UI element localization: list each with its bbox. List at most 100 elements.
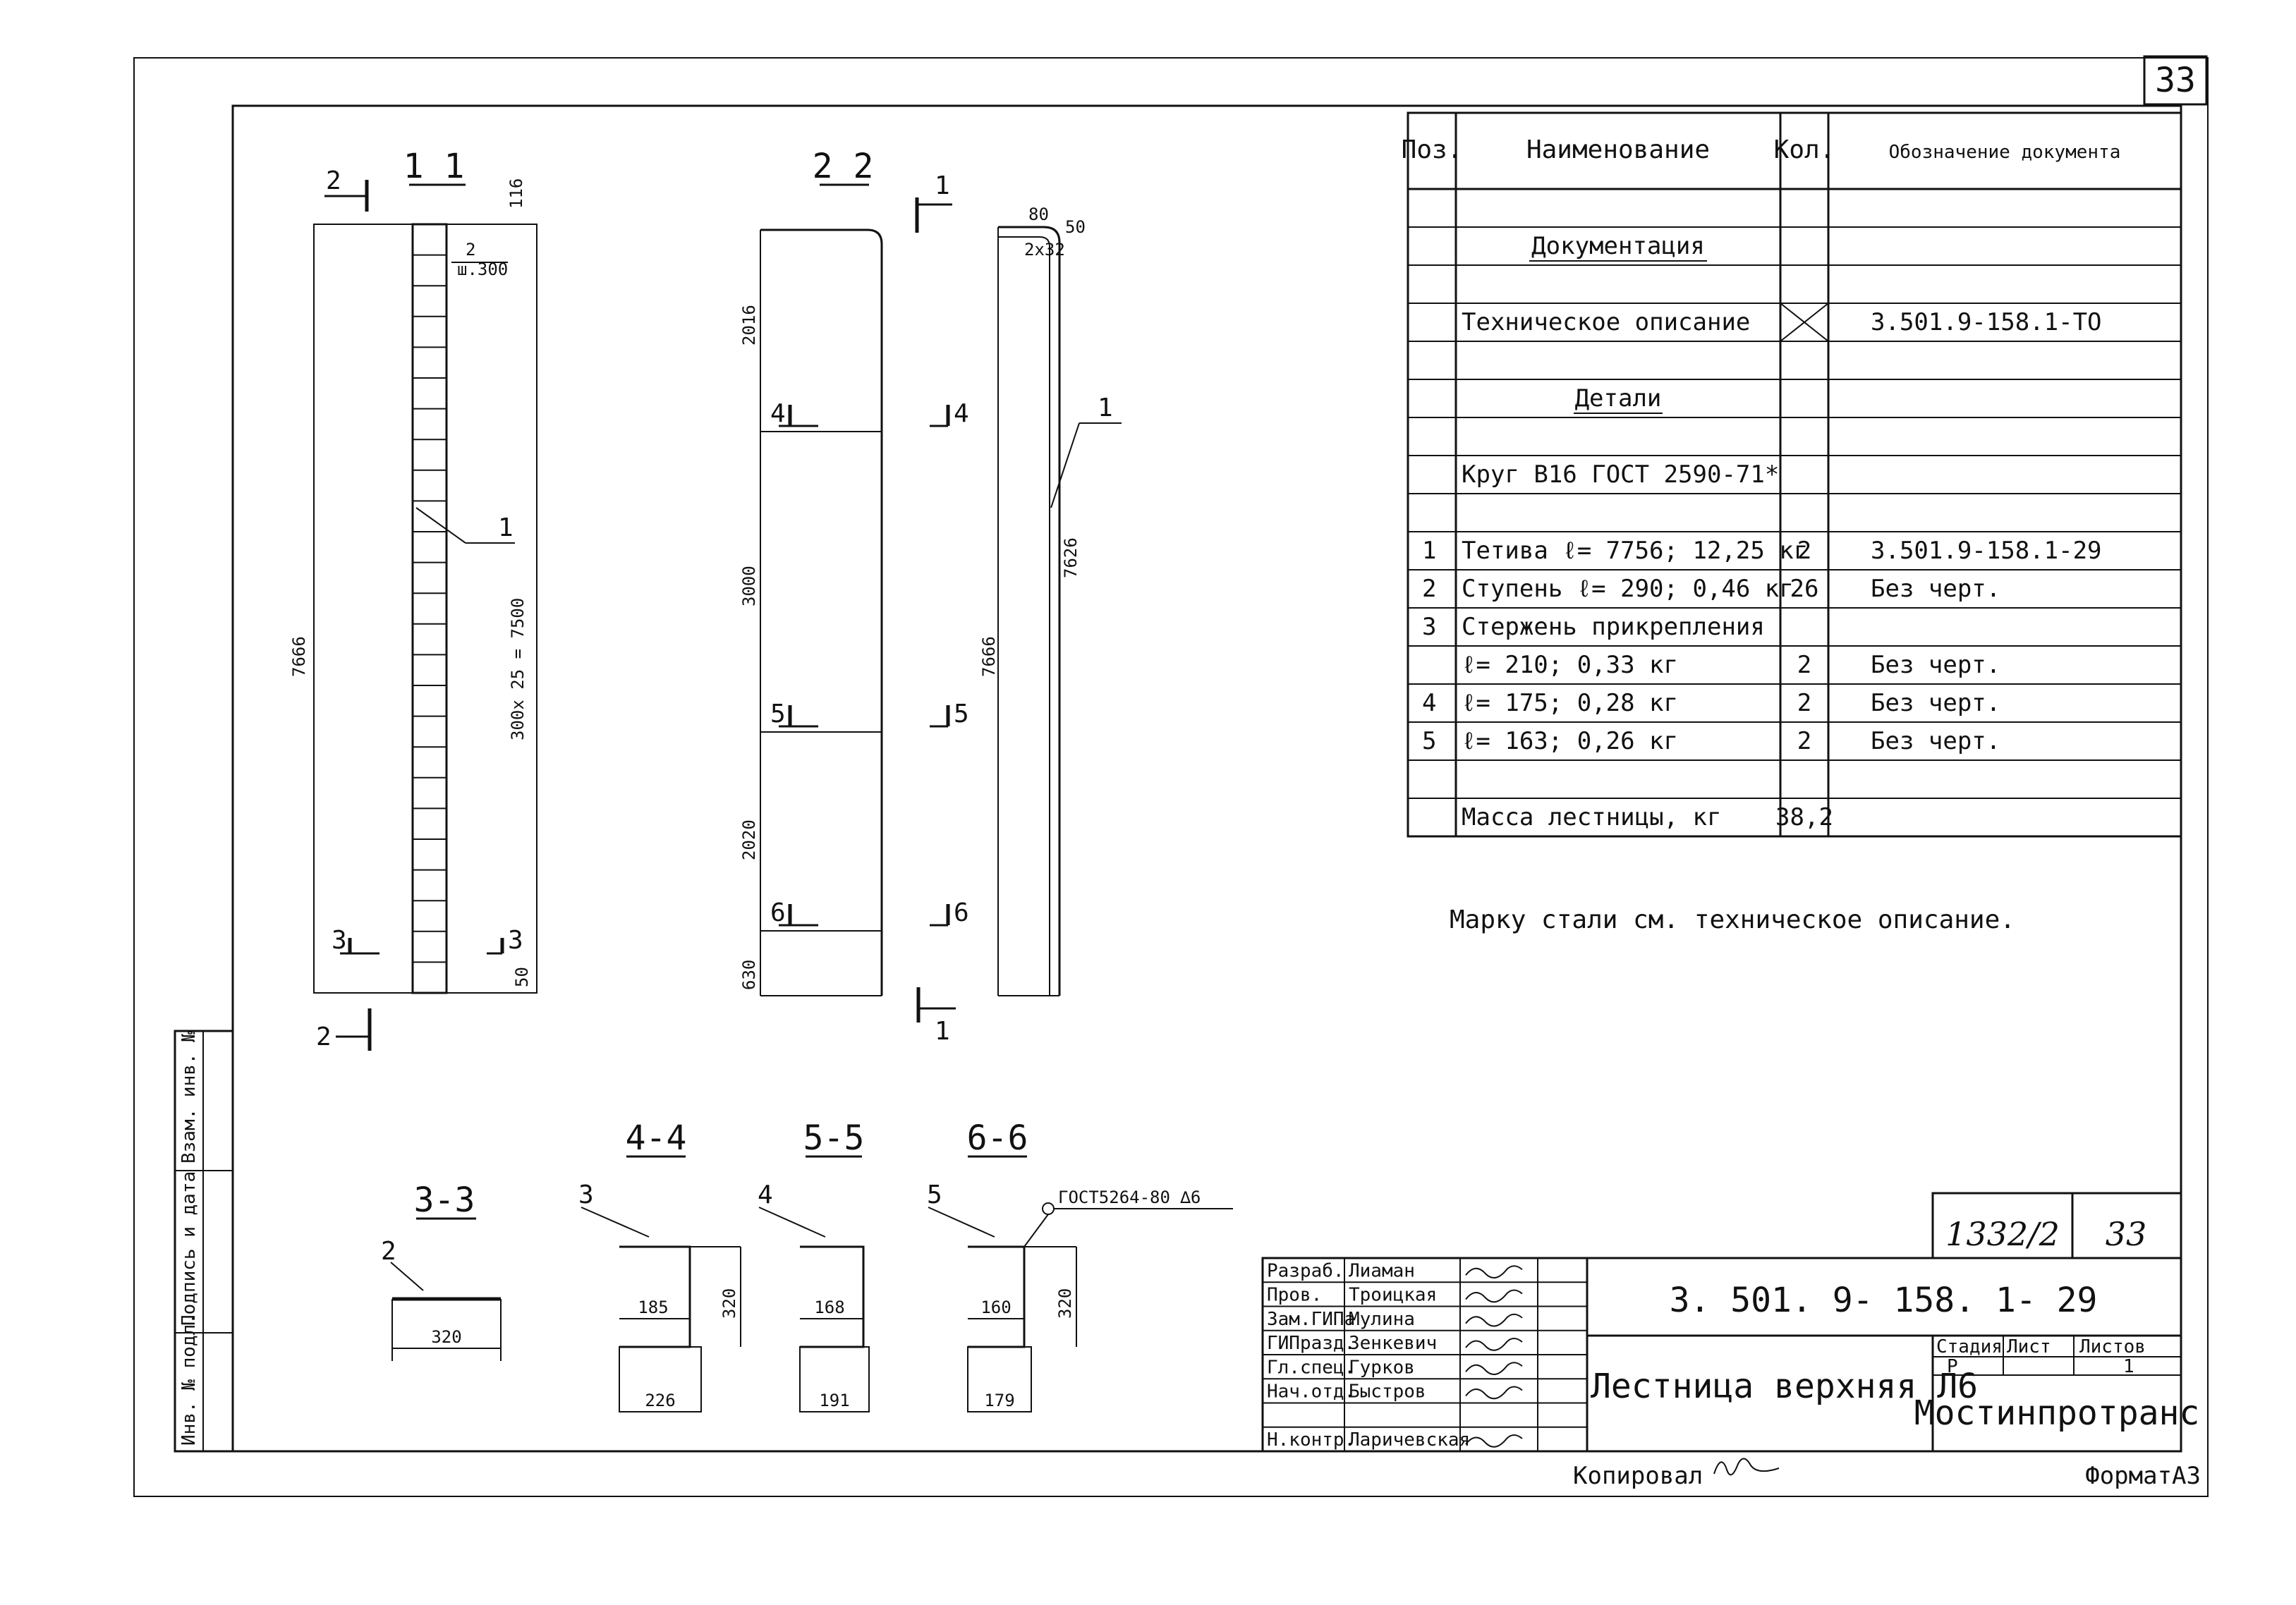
copied-signature [1713,1458,1780,1476]
dim-80: 80 [1028,205,1049,224]
dim-168: 168 [814,1298,844,1317]
role-name: Быстров [1349,1381,1426,1403]
dim-7666-v11: 7666 [289,636,309,677]
spec-cell: 3.501.9-158.1-ТО [1871,308,2102,336]
doc-designation: 3. 501. 9- 158. 1- 29 [1670,1281,2098,1320]
spec-cell: 26 [1790,575,1819,603]
section-mark-4-side: 4 [954,399,969,428]
signature-scribble [1465,1386,1523,1400]
spec-cell: Масса лестницы, кг [1462,803,1721,831]
spec-cell: 1 [1422,537,1436,565]
dim-300x25: 300х 25 = 7500 [508,598,528,740]
view-1-1: 1 1 2 7666 116 2 ш.300 300х 25 = 7500 50… [289,147,537,1051]
dim-191: 191 [819,1391,849,1410]
side-stamp-inv: Инв. № подл. [178,1313,200,1446]
section-5-5: 5-5 168 191 4 [758,1118,870,1412]
weld-symbol [1042,1202,1055,1215]
section-3-3-label: 3-3 [414,1180,475,1220]
dim-2016: 2016 [739,305,759,346]
pos-1-leader-side: 1 [1098,393,1113,422]
section-mark-3-left: 3 [332,926,347,955]
section-mark-6-side: 6 [954,898,969,927]
role-label: ГИПразд. [1267,1333,1355,1354]
spec-cell: Без черт. [1871,689,2000,717]
doc-title: Лестница верхняя Л6 [1591,1367,1978,1406]
dim-160: 160 [980,1298,1011,1317]
spec-cell: 2 [1797,689,1811,717]
role-name: Троицкая [1349,1285,1437,1306]
role-name: Ларичевская [1349,1429,1470,1451]
copied-label: Копировал [1573,1462,1703,1490]
side-stamp: Инв. № подл. Подпись и дата Взам. инв. № [174,1030,234,1453]
spec-cell: 2 [1797,651,1811,679]
organization: Мостинпротранс [1914,1393,2200,1433]
view-stringer-side: 1 80 50 2х32 7626 7666 1 4 5 6 1 [915,171,1122,1046]
role-name: Мулина [1349,1309,1415,1330]
pos-5-leader: 5 [927,1180,942,1209]
title-block: 1332/2 33 3. 501. 9- 158. 1- 29 Лестница… [1261,1192,2200,1453]
spec-header-cell: Кол. [1774,135,1835,164]
pos-2-leader: 2 [381,1237,396,1266]
section-mark-5-v22: 5 [770,700,786,728]
spec-cell: 38,2 [1775,803,1833,831]
section-mark-5-side: 5 [954,700,969,728]
section-mark-1-bottom: 1 [935,1017,950,1046]
signature-scribble [1465,1362,1523,1375]
dim-185: 185 [638,1298,668,1317]
view-2-2-label: 2 2 [813,147,874,186]
role-label: Разраб. [1267,1260,1344,1281]
role-label: Нач.отд. [1267,1381,1355,1403]
side-stamp-sign: Подпись и дата [178,1171,200,1326]
rungs-column [411,223,448,994]
dim-320-s44: 320 [719,1288,739,1319]
section-mark-2-top: 2 [326,166,341,195]
dim-630: 630 [739,960,759,990]
spec-cell: ℓ= 163; 0,26 кг [1462,727,1678,755]
dim-320-s66: 320 [1055,1288,1075,1319]
spec-cell: 5 [1422,727,1436,755]
dim-7666-side: 7666 [979,636,999,677]
section-mark-1-top: 1 [935,171,950,200]
archive-number: 1332/2 [1945,1215,2060,1253]
dim-pos2: 2 [466,240,475,260]
role-label: Пров. [1267,1285,1322,1306]
spec-cell: Без черт. [1871,651,2000,679]
spec-cell: Техническое описание [1462,308,1750,336]
signature-scribble [1465,1338,1523,1351]
spec-cell: Стержень прикрепления [1462,613,1765,641]
sheets-value: 1 [2123,1356,2134,1377]
view-2-2: 2 2 2016 3000 2020 630 4 5 6 [739,147,883,996]
page-number: 33 [2155,61,2196,100]
archive-sheet: 33 [2106,1215,2147,1253]
role-label: Гл.спец. [1267,1357,1355,1378]
spec-cell: Круг В16 ГОСТ 2590-71* [1462,460,1779,489]
dim-50: 50 [512,967,532,987]
spec-cell: ℓ= 175; 0,28 кг [1462,689,1678,717]
format-label: ФорматА3 [2085,1462,2201,1490]
spec-cell: 2 [1797,727,1811,755]
dim-7626: 7626 [1061,537,1081,578]
pos-4-leader: 4 [758,1180,773,1209]
section-6-6-label: 6-6 [967,1118,1028,1158]
section-mark-4-v22: 4 [770,399,786,428]
stage-header: Стадия [1936,1336,2003,1357]
spec-cell: 3.501.9-158.1-29 [1871,537,2102,565]
dim-116: 116 [506,178,526,209]
spec-cell: 4 [1422,689,1436,717]
side-stamp-replace: Взам. инв. № [178,1031,200,1164]
section-mark-2-bottom: 2 [316,1023,332,1051]
signature-scribble [1465,1289,1523,1303]
spec-cell: 2 [1797,537,1811,565]
steel-grade-note: Марку стали см. техническое описание. [1450,905,2015,934]
weld-note: ГОСТ5264-80 ∆6 [1058,1188,1201,1207]
spec-header-cell: Поз. [1402,135,1463,164]
outer-border [133,57,2209,1497]
role-name: Гурков [1349,1357,1415,1378]
sheet-header: Лист [2007,1336,2051,1357]
spec-cell: 2 [1422,575,1436,603]
spec-cell: Без черт. [1871,575,2000,603]
spec-cell: Ступень ℓ= 290; 0,46 кг [1462,575,1794,603]
